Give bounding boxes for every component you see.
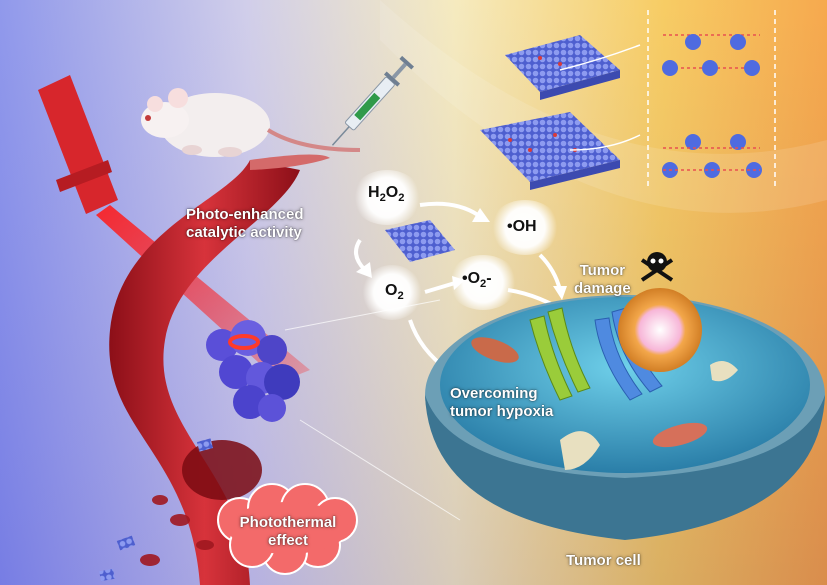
- glow: [362, 265, 422, 320]
- nanosheet-middle: [480, 112, 620, 190]
- tumor-cell-label: Tumor cell: [566, 552, 641, 569]
- photothermal-effect-label: Photothermal effect: [239, 514, 337, 549]
- superoxide-label: •O2-: [462, 270, 492, 291]
- tumor-damage-label: Tumor damage: [574, 262, 631, 297]
- glow: [448, 255, 518, 310]
- photothermal-cloud: [217, 483, 358, 575]
- syringe-icon: [331, 55, 415, 146]
- golgi: [529, 307, 591, 401]
- glow: [490, 200, 560, 255]
- tumor-cell: [425, 288, 825, 540]
- skull-crossbones-icon: [640, 252, 674, 282]
- glow: [352, 170, 422, 225]
- structure-panel: [647, 10, 776, 190]
- mouse-icon: [141, 88, 361, 170]
- photo-enhanced-label: Photo-enhanced catalytic activity: [186, 206, 304, 241]
- h2o2-label: H2O2: [368, 184, 405, 205]
- blood-vessel: [109, 160, 300, 585]
- mitochondrion: [471, 337, 519, 363]
- vesicle: [560, 431, 600, 470]
- mitochondrion: [652, 422, 708, 448]
- nanosheet-top: [505, 35, 620, 100]
- overcoming-hypoxia-label: Overcoming tumor hypoxia: [450, 385, 554, 420]
- nucleus: [618, 288, 702, 372]
- tumor-cluster: [206, 320, 300, 422]
- nanosheet-center: [385, 220, 455, 262]
- oxygen-label: O2: [385, 282, 404, 303]
- hydroxyl-radical-label: •OH: [507, 218, 537, 235]
